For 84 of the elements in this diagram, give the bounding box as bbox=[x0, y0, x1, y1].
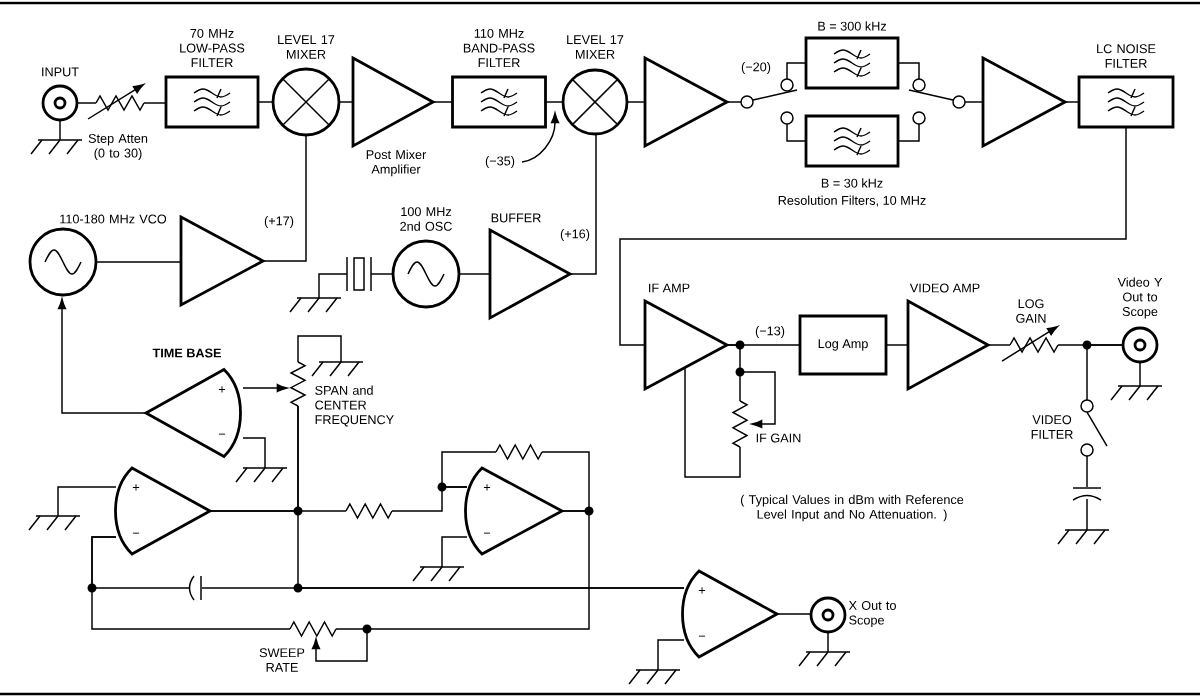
wire bbox=[370, 273, 394, 275]
wire bbox=[1064, 101, 1080, 103]
wire bbox=[726, 101, 742, 103]
component-label: 110-180 MHz VCO bbox=[60, 214, 167, 224]
wire bbox=[262, 134, 307, 262]
wire bbox=[209, 510, 347, 512]
component-label: Post Mixer Amplifier bbox=[366, 149, 427, 177]
wire bbox=[143, 102, 167, 104]
pin-sign: + bbox=[483, 484, 491, 491]
wire bbox=[776, 613, 812, 615]
wire bbox=[432, 101, 454, 103]
component-label: SPAN and CENTER FREQUENCY bbox=[315, 385, 394, 427]
pin-sign: + bbox=[218, 386, 226, 393]
component-label: 70 MHz LOW-PASS FILTER bbox=[180, 28, 245, 68]
wire bbox=[297, 405, 685, 589]
capacitor bbox=[188, 575, 202, 601]
wire bbox=[786, 123, 807, 142]
component-label: LEVEL 17 MIXER bbox=[278, 35, 335, 59]
value-label: (+16) bbox=[560, 229, 590, 241]
value-label: (−35) bbox=[485, 156, 515, 168]
component-label: B = 300 kHz bbox=[818, 21, 887, 31]
arrow bbox=[57, 298, 147, 414]
wire bbox=[545, 101, 564, 103]
component-label: B = 30 kHz bbox=[821, 178, 883, 188]
component-label: VIDEO AMP bbox=[909, 283, 980, 293]
resistor bbox=[345, 502, 393, 520]
wire bbox=[619, 126, 1127, 346]
wire bbox=[885, 344, 909, 346]
wire bbox=[897, 62, 920, 80]
wire bbox=[76, 102, 97, 104]
pin-sign: − bbox=[132, 532, 140, 534]
wire bbox=[1086, 455, 1088, 488]
pin-sign: − bbox=[483, 532, 491, 534]
component-label: TIME BASE bbox=[152, 348, 221, 358]
op-amp-symbol bbox=[681, 569, 779, 659]
component-label: LOG GAIN bbox=[1016, 299, 1046, 323]
wire bbox=[897, 123, 920, 142]
component-label: LEVEL 17 MIXER bbox=[567, 35, 624, 59]
component-label: 100 MHz 2nd OSC bbox=[400, 207, 452, 231]
switch-symbol bbox=[908, 78, 966, 125]
component-label: 110 MHz BAND-PASS FILTER bbox=[463, 28, 535, 68]
wire bbox=[786, 62, 807, 80]
component-label: INPUT bbox=[42, 67, 79, 77]
log-amp-box: Log Amp bbox=[798, 314, 888, 376]
component-label: BUFFER bbox=[491, 213, 541, 223]
crystal-symbol bbox=[346, 256, 372, 292]
value-label: Resolution Filters, 10 MHz bbox=[778, 195, 926, 207]
wire bbox=[626, 101, 646, 103]
note-text: ( Typical Values in dBm with Reference Level Input and No Attenuation. ) bbox=[741, 494, 964, 522]
component-label: X Out to Scope bbox=[848, 600, 896, 628]
wire bbox=[569, 133, 597, 275]
op-amp-symbol bbox=[114, 466, 212, 556]
component-label: IF AMP bbox=[649, 283, 690, 293]
value-label: (−20) bbox=[741, 62, 771, 74]
value-label: (−13) bbox=[755, 326, 785, 338]
wire bbox=[964, 101, 984, 103]
wire bbox=[257, 101, 274, 103]
resistor bbox=[495, 443, 543, 461]
wire bbox=[541, 451, 590, 512]
component-label: Step Atten (0 to 30) bbox=[88, 133, 148, 161]
component-label: IF GAIN bbox=[756, 433, 801, 443]
switch-symbol bbox=[740, 78, 798, 125]
pin-sign: − bbox=[698, 635, 706, 637]
capacitor bbox=[1072, 487, 1102, 501]
wire bbox=[684, 366, 741, 478]
leader-line bbox=[521, 112, 560, 163]
wire bbox=[338, 101, 354, 103]
op-amp-symbol bbox=[464, 466, 564, 556]
wire bbox=[458, 273, 491, 275]
pin-sign: + bbox=[132, 484, 140, 491]
component-label: LC NOISE FILTER bbox=[1097, 44, 1156, 68]
wire bbox=[987, 344, 1011, 346]
wire bbox=[441, 451, 497, 488]
component-label: SWEEP RATE bbox=[259, 648, 305, 672]
wire bbox=[95, 261, 182, 263]
arrow bbox=[242, 383, 288, 393]
wire bbox=[91, 536, 291, 630]
pin-sign: − bbox=[218, 433, 226, 435]
component-label: Video Y Out to Scope bbox=[1117, 277, 1163, 319]
pin-sign: + bbox=[698, 587, 706, 594]
component-label: VIDEO FILTER bbox=[1031, 415, 1073, 439]
wire bbox=[726, 344, 741, 402]
wire bbox=[1086, 344, 1124, 401]
wire bbox=[335, 510, 590, 630]
